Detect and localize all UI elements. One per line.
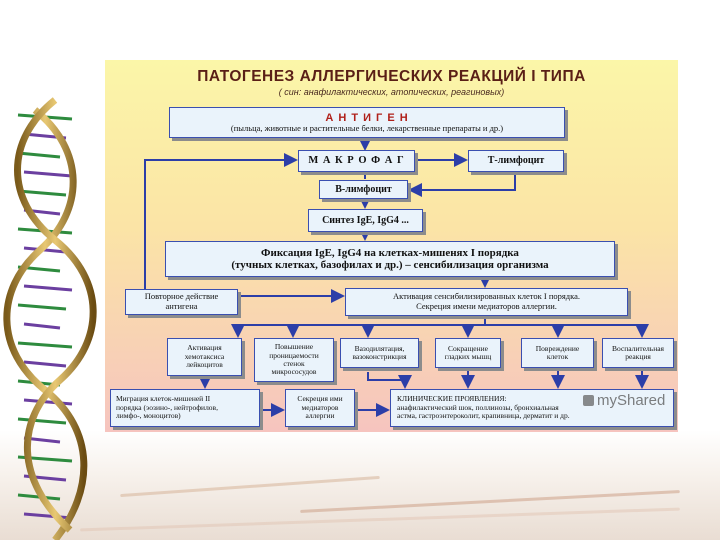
b-lymphocyte-box: В-лимфоцит bbox=[319, 180, 408, 199]
effect-text: реакция bbox=[625, 352, 651, 361]
clinical-text: астма, гастроэнтероколит, крапивница, де… bbox=[397, 411, 570, 421]
effect-text: проницаемости bbox=[269, 350, 319, 360]
activation-box: Активация сенсибилизированных клеток I п… bbox=[345, 288, 628, 316]
helix-rung bbox=[17, 151, 61, 159]
effect-inflammation: Воспалительная реакция bbox=[602, 338, 674, 368]
effect-text: гладких мышц bbox=[444, 352, 492, 361]
effect-text: Воспалительная bbox=[612, 343, 664, 353]
watermark-logo: myShared bbox=[583, 392, 665, 409]
arrow-loop-to-macrophage bbox=[144, 153, 298, 292]
diagram-title: ПАТОГЕНЕЗ АЛЛЕРГИЧЕСКИХ РЕАКЦИЙ I ТИПА bbox=[197, 68, 586, 85]
effect-text: лейкоцитов bbox=[186, 360, 223, 370]
effect-text: хемотаксиса bbox=[184, 351, 225, 361]
t-lymphocyte-box: Т-лимфоцит bbox=[468, 150, 564, 172]
migration-text: лимфо-, моноцитов) bbox=[116, 411, 181, 421]
effect-smooth-muscle: Сокращение гладких мышц bbox=[435, 338, 501, 368]
synthesis-label: Синтез IgE, IgG4 ... bbox=[322, 214, 409, 226]
antigen-examples: (пыльца, животные и растительные белки, … bbox=[230, 122, 504, 133]
effect-vessel-permeability: Повышение проницаемости стенок микрососу… bbox=[254, 338, 334, 382]
clinical-manifestations-box: КЛИНИЧЕСКИЕ ПРОЯВЛЕНИЯ: анафилактический… bbox=[390, 389, 674, 427]
clinical-heading: КЛИНИЧЕСКИЕ ПРОЯВЛЕНИЯ: bbox=[397, 394, 507, 404]
helix-strand bbox=[3, 107, 88, 540]
migration-box: Миграция клеток-мишеней II порядка (эози… bbox=[110, 389, 260, 427]
effect-text: Вазодилятация, bbox=[354, 343, 405, 353]
effect-text: Повреждение bbox=[535, 343, 580, 353]
activation-line2: Секреция имени медиаторов аллергии. bbox=[416, 301, 557, 311]
repeat-antigen-box: Повторное действие антигена bbox=[125, 289, 238, 315]
effect-text: Повышение bbox=[274, 342, 314, 352]
secretion-mediators-box: Секреция ими медиаторов аллергии bbox=[285, 389, 355, 427]
secretion-text: аллергии bbox=[305, 411, 335, 421]
t-lymphocyte-label: Т-лимфоцит bbox=[487, 155, 545, 167]
repeat-antigen-line1: Повторное действие bbox=[144, 291, 219, 302]
effect-cell-damage: Повреждение клеток bbox=[521, 338, 594, 368]
arrow-effect3-to-clinical bbox=[367, 372, 412, 389]
activation-line1: Активация сенсибилизированных клеток I п… bbox=[392, 291, 581, 302]
diagram-panel: ПАТОГЕНЕЗ АЛЛЕРГИЧЕСКИХ РЕАКЦИЙ I ТИПА (… bbox=[105, 60, 678, 432]
helix-strand bbox=[14, 97, 97, 533]
b-lymphocyte-label: В-лимфоцит bbox=[335, 183, 392, 195]
effect-text: Сокращение bbox=[448, 343, 488, 353]
dna-helix-illustration bbox=[3, 97, 97, 540]
helix-rung bbox=[23, 398, 73, 406]
effect-text: Активация bbox=[187, 343, 222, 353]
effect-text: вазоконстрикция bbox=[352, 352, 407, 361]
decorative-streak bbox=[80, 507, 680, 532]
secretion-text: медиаторов bbox=[301, 402, 339, 412]
helix-rung bbox=[23, 170, 73, 178]
helix-rung bbox=[17, 417, 67, 425]
helix-rung bbox=[23, 284, 73, 292]
migration-text: порядка (эозино-, нейтрофилов, bbox=[116, 402, 218, 412]
synthesis-box: Синтез IgE, IgG4 ... bbox=[308, 209, 423, 232]
effect-text: стенок bbox=[283, 359, 305, 368]
macrophage-label: М А К Р О Ф А Г bbox=[308, 155, 405, 167]
effect-leukocyte-chemotaxis: Активация хемотаксиса лейкоцитов bbox=[167, 338, 242, 376]
connector-lines bbox=[144, 137, 649, 417]
watermark-icon bbox=[583, 395, 594, 406]
fixation-line1: Фиксация IgE, IgG4 на клетках-мишенях I … bbox=[261, 246, 519, 259]
fixation-line2: (тучных клетках, базофилах и др.) – сенс… bbox=[231, 259, 549, 271]
antigen-title: А Н Т И Г Е Н bbox=[325, 111, 409, 124]
helix-rung bbox=[17, 341, 73, 349]
effect-text: клеток bbox=[546, 352, 569, 361]
secretion-text: Секреция ими bbox=[297, 394, 343, 404]
macrophage-box: М А К Р О Ф А Г bbox=[298, 150, 415, 172]
helix-rung bbox=[23, 512, 73, 520]
decorative-streak bbox=[120, 475, 380, 498]
migration-text: Миграция клеток-мишеней II bbox=[116, 394, 211, 404]
antigen-box: А Н Т И Г Е Н (пыльца, животные и растит… bbox=[169, 107, 565, 138]
effect-text: микрососудов bbox=[271, 367, 317, 377]
helix-rung bbox=[17, 189, 67, 197]
slide-bottom-decoration bbox=[0, 430, 720, 540]
arrow-activation-distribution bbox=[238, 316, 642, 326]
helix-rung bbox=[17, 303, 67, 311]
repeat-antigen-line2: антигена bbox=[165, 301, 198, 311]
helix-rung bbox=[23, 360, 67, 368]
diagram-subtitle: ( син: анафилактических, атопических, ре… bbox=[278, 87, 505, 97]
helix-rung bbox=[23, 322, 61, 330]
clinical-text: анафилактический шок, поллинозы, бронхиа… bbox=[397, 402, 559, 412]
effect-vasodilation: Вазодилятация, вазоконстрикция bbox=[340, 338, 419, 368]
watermark-text: myShared bbox=[597, 392, 666, 409]
arrow-t-to-b-lymphocyte bbox=[408, 172, 516, 197]
fixation-box: Фиксация IgE, IgG4 на клетках-мишенях I … bbox=[165, 241, 615, 277]
